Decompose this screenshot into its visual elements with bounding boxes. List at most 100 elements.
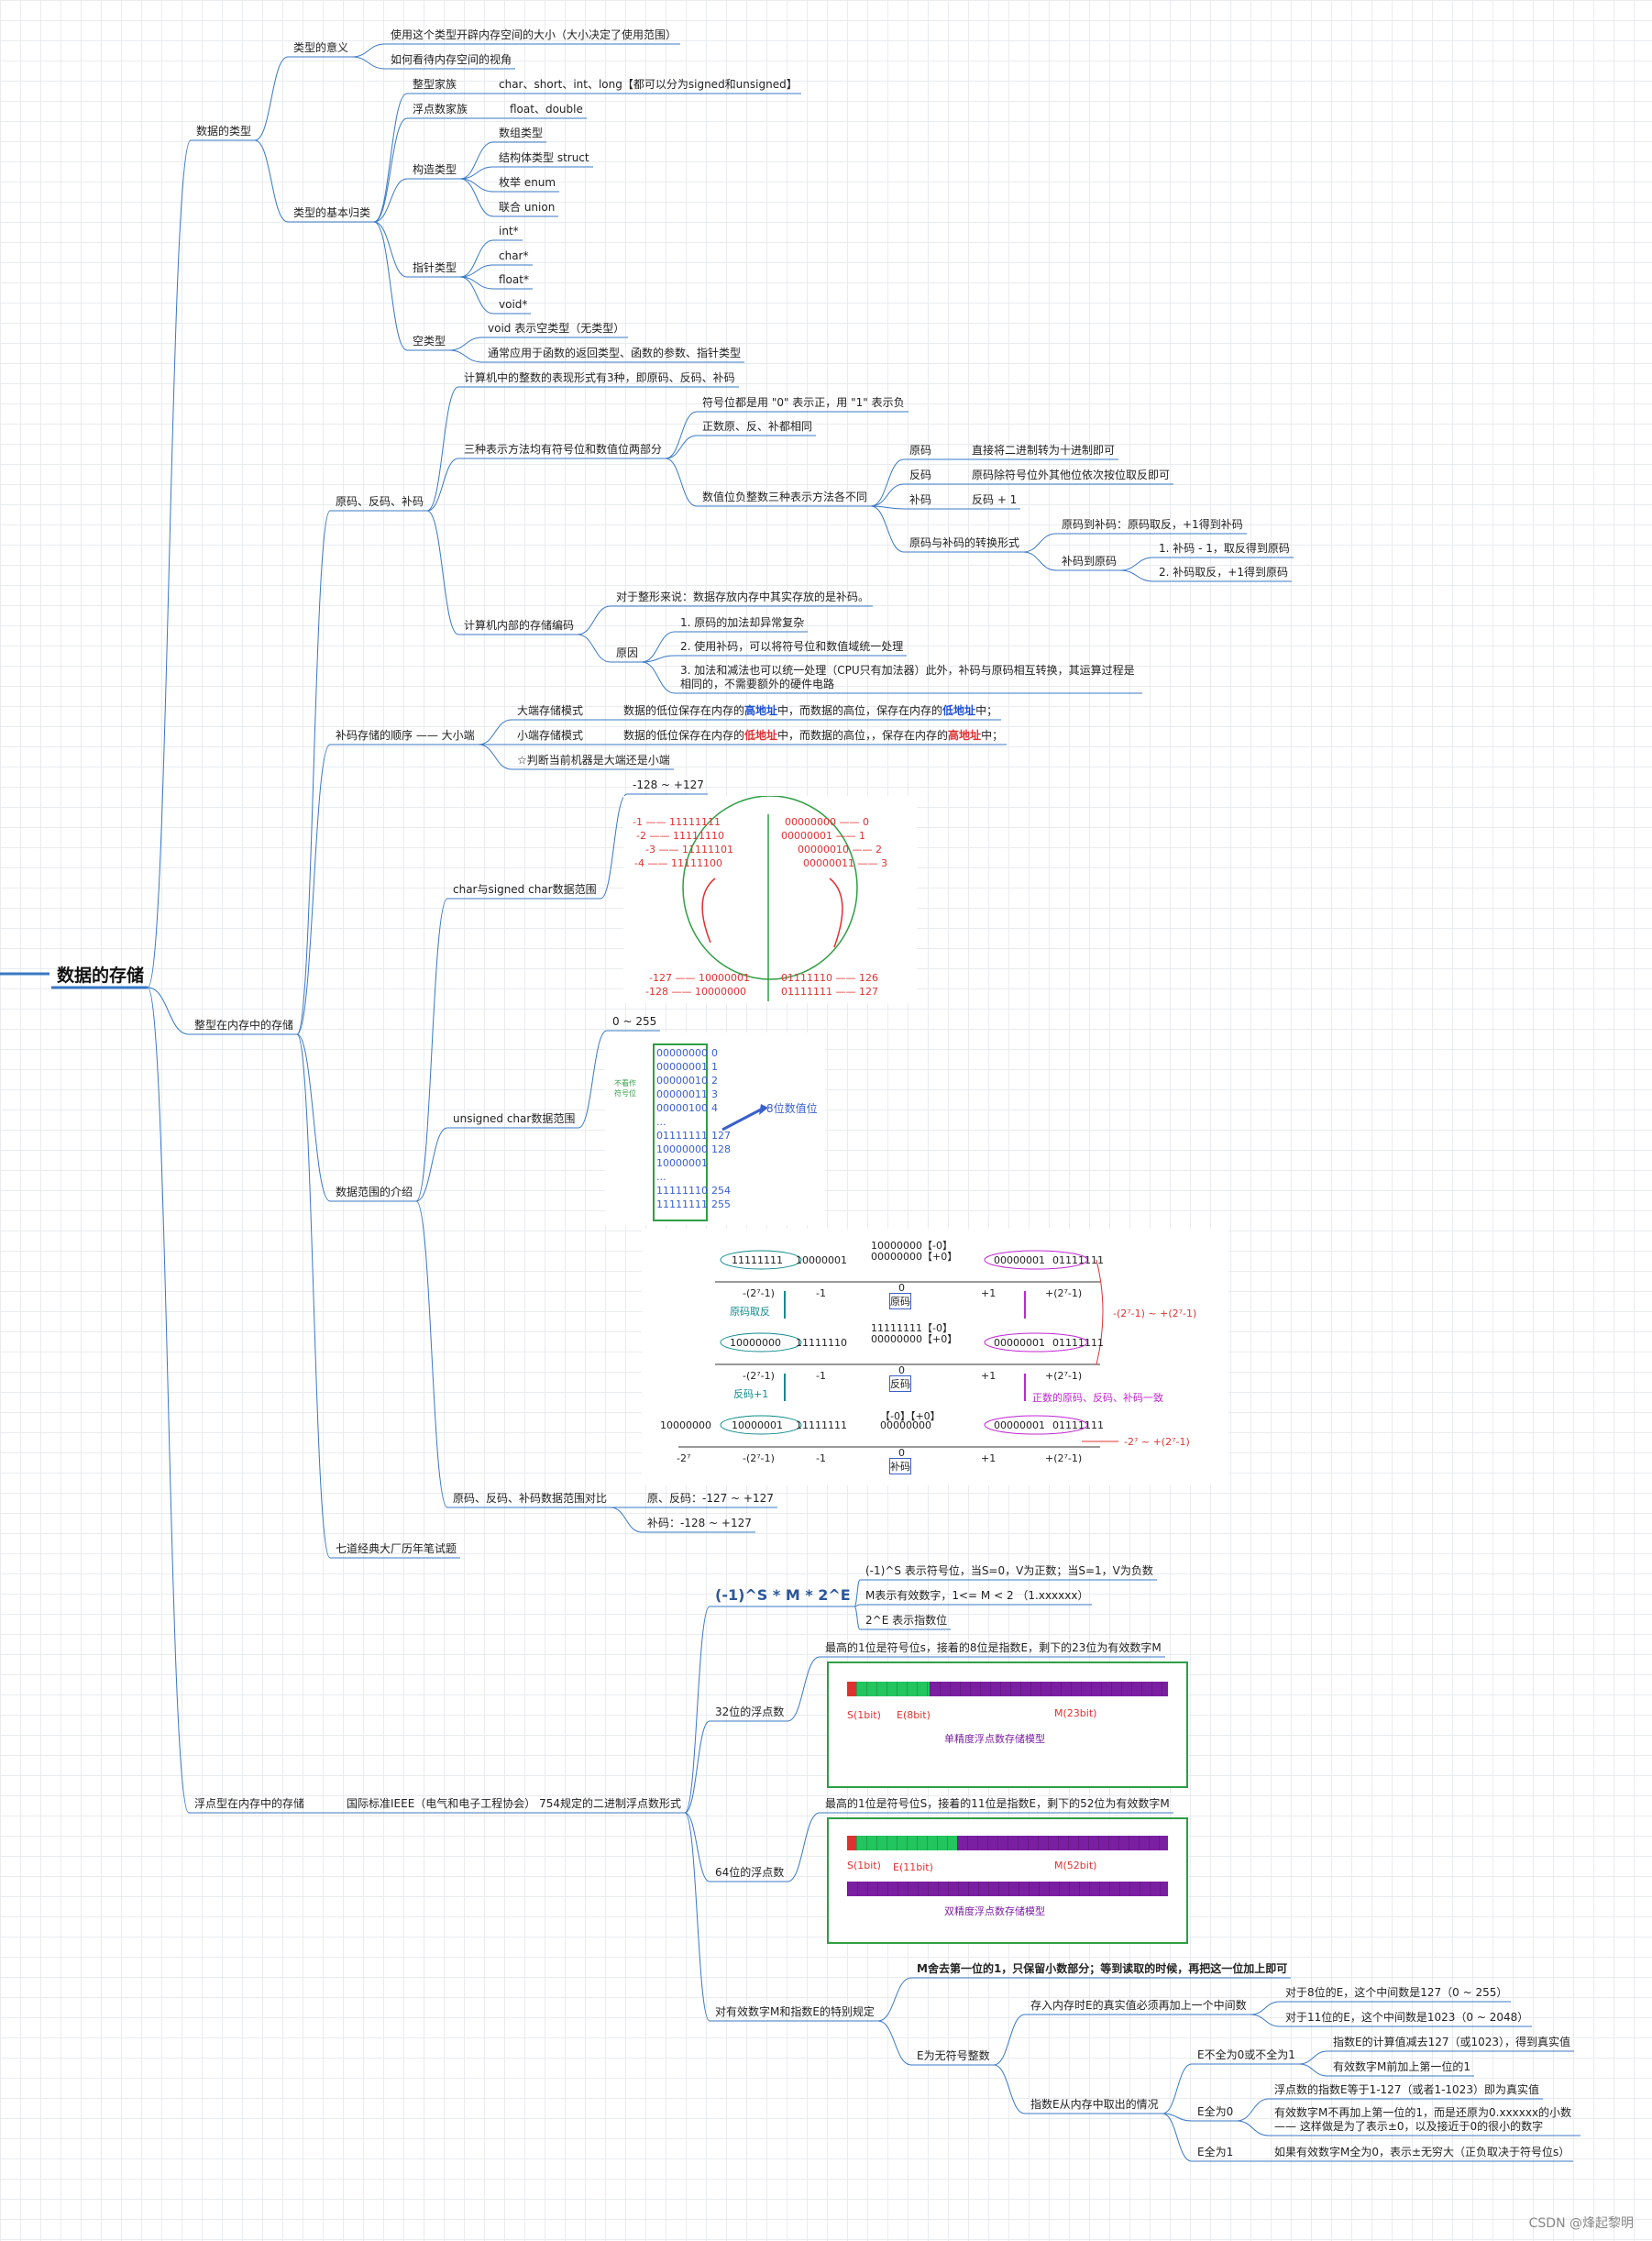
node-construct[interactable]: 构造类型 bbox=[413, 163, 457, 176]
node-types-meaning-1[interactable]: 使用这个类型开辟内存空间的大小（大小决定了使用范围） bbox=[391, 28, 677, 41]
edge-node-codes-2-node-sign-2 bbox=[665, 435, 698, 459]
node-e-case1-a[interactable]: 指数E的计算值减去127（或1023），得到真实值 bbox=[1333, 2036, 1571, 2048]
node-types-basic[interactable]: 类型的基本归类 bbox=[293, 206, 371, 219]
node-buma[interactable]: 补码 bbox=[909, 493, 932, 506]
node-big-endian[interactable]: 大端存储模式 bbox=[517, 704, 584, 717]
node-fanma[interactable]: 反码 bbox=[909, 469, 932, 481]
node-char-range[interactable]: char与signed char数据范围 bbox=[453, 883, 597, 896]
node-uchar-range[interactable]: unsigned char数据范围 bbox=[453, 1112, 576, 1125]
uchar-value-3: 3 bbox=[711, 1088, 718, 1100]
node-pointer-4[interactable]: void* bbox=[499, 298, 528, 311]
node-reason-3[interactable]: 3. 加法和减法也可以统一处理（CPU只有加法器）此外，补码与原码相互转换，其运… bbox=[680, 664, 1135, 690]
node-pointer-2[interactable]: char* bbox=[499, 249, 529, 262]
node-formula-2[interactable]: M表示有效数字，1<= M < 2 （1.xxxxxx） bbox=[865, 1589, 1089, 1602]
node-little-endian[interactable]: 小端存储模式 bbox=[517, 729, 584, 742]
node-interview[interactable]: 七道经典大厂历年笔试题 bbox=[336, 1542, 457, 1555]
node-f64-v[interactable]: 最高的1位是符号位S，接着的11位是指数E，剩下的52位为有效数字M bbox=[825, 1797, 1170, 1810]
node-e-store-1[interactable]: 对于8位的E，这个中间数是127（0 ~ 255） bbox=[1285, 1986, 1508, 1999]
node-sign-3[interactable]: 数值位负整数三种表示方法各不同 bbox=[702, 491, 868, 503]
node-store-1[interactable]: 对于整形来说：数据存放内存中其实存放的是补码。 bbox=[616, 591, 870, 603]
node-range-intro[interactable]: 数据范围的介绍 bbox=[336, 1186, 413, 1198]
node-buma-v[interactable]: 反码 + 1 bbox=[972, 493, 1018, 506]
edge-node-uchar-range-node-uchar-range-v bbox=[578, 1030, 608, 1129]
node-pointer-1[interactable]: int* bbox=[499, 225, 519, 237]
node-endian[interactable]: 补码存储的顺序 —— 大小端 bbox=[336, 729, 475, 742]
node-reason[interactable]: 原因 bbox=[616, 646, 639, 659]
node-float-storage[interactable]: 浮点型在内存中的存储 bbox=[194, 1797, 305, 1810]
node-sign-2[interactable]: 正数原、反、补都相同 bbox=[702, 420, 813, 433]
node-convert[interactable]: 原码与补码的转换形式 bbox=[909, 536, 1020, 549]
nl-row3-right-0: 00000001 bbox=[994, 1419, 1045, 1431]
root-node[interactable]: 数据的存储 bbox=[57, 966, 145, 986]
node-reason-2[interactable]: 2. 使用补码，可以将符号位和数值域统一处理 bbox=[680, 640, 904, 653]
node-little-endian-v[interactable]: 数据的低位保存在内存的低地址中，而数据的高位，，保存在内存的高地址中； bbox=[623, 729, 1004, 742]
node-ieee[interactable]: 国际标准IEEE（电气和电子工程协会） 754规定的二进制浮点数形式 bbox=[347, 1797, 682, 1810]
number-line-svg bbox=[678, 1250, 1118, 1448]
node-e-unsigned[interactable]: E为无符号整数 bbox=[917, 2049, 990, 2062]
node-e-case2[interactable]: E全为0 bbox=[1197, 2105, 1234, 2118]
node-compare-2[interactable]: 补码：-128 ~ +127 bbox=[647, 1517, 752, 1529]
node-reason-1[interactable]: 1. 原码的加法却异常复杂 bbox=[680, 616, 805, 629]
node-e-case3-a[interactable]: 如果有效数字M全为0，表示±无穷大（正负取决于符号位s） bbox=[1274, 2146, 1570, 2158]
node-formula[interactable]: (-1)^S * M * 2^E bbox=[715, 1586, 851, 1604]
node-yuanma-v[interactable]: 直接将二进制转为十进制即可 bbox=[972, 444, 1116, 457]
number-line-comparison: 11111111 10000001 10000000【-0】 00000000【… bbox=[642, 1229, 1228, 1485]
node-e-case1-b[interactable]: 有效数字M前加上第一位的1 bbox=[1333, 2060, 1470, 2073]
float64-model: S(1bit) E(11bit) M(52bit) 双精度浮点数存储模型 bbox=[827, 1817, 1188, 1944]
node-convert-2[interactable]: 补码到原码 bbox=[1062, 555, 1118, 568]
node-pointer-3[interactable]: float* bbox=[499, 273, 529, 286]
node-construct-1[interactable]: 数组类型 bbox=[499, 127, 544, 139]
node-types[interactable]: 数据的类型 bbox=[196, 125, 252, 138]
node-int-family-v[interactable]: char、short、int、long【都可以分为signed和unsigned… bbox=[499, 78, 798, 91]
circle-svg bbox=[682, 795, 858, 1001]
node-e-case2-a[interactable]: 浮点数的指数E等于1-127（或者1-1023）即为真实值 bbox=[1274, 2083, 1539, 2096]
node-void-2[interactable]: 通常应用于函数的返回类型、函数的参数、指针类型 bbox=[488, 347, 742, 359]
circle-right-top-0: 00000000 —— 0 bbox=[785, 816, 869, 828]
node-codes-1[interactable]: 计算机中的整数的表现形式有3种，即原码、反码、补码 bbox=[464, 371, 735, 384]
node-sign-1[interactable]: 符号位都是用 "0" 表示正，用 "1" 表示负 bbox=[702, 396, 905, 409]
node-types-meaning[interactable]: 类型的意义 bbox=[293, 41, 349, 54]
node-construct-4[interactable]: 联合 union bbox=[499, 201, 556, 214]
uchar-column-box bbox=[653, 1043, 708, 1221]
node-f32-v[interactable]: 最高的1位是符号位s，接着的8位是指数E，剩下的23位为有效数字M bbox=[825, 1641, 1162, 1654]
node-float-family[interactable]: 浮点数家族 bbox=[413, 103, 468, 116]
node-void-1[interactable]: void 表示空类型（无类型） bbox=[488, 322, 625, 335]
node-f32[interactable]: 32位的浮点数 bbox=[715, 1706, 785, 1718]
node-e-store-2[interactable]: 对于11位的E，这个中间数是1023（0 ~ 2048） bbox=[1285, 2011, 1529, 2024]
node-compare-1[interactable]: 原、反码：-127 ~ +127 bbox=[647, 1492, 774, 1505]
node-formula-3[interactable]: 2^E 表示指数位 bbox=[865, 1614, 948, 1627]
node-void-type[interactable]: 空类型 bbox=[413, 335, 446, 348]
node-construct-2[interactable]: 结构体类型 struct bbox=[499, 151, 589, 164]
node-construct-3[interactable]: 枚举 enum bbox=[499, 176, 556, 189]
node-m-rule[interactable]: M舍去第一位的1，只保留小数部分；等到读取的时候，再把这一位加上即可 bbox=[917, 1962, 1288, 1975]
node-convert-2a[interactable]: 1. 补码 - 1，取反得到原码 bbox=[1159, 542, 1290, 555]
node-fanma-v[interactable]: 原码除符号位外其他位依次按位取反即可 bbox=[972, 469, 1171, 481]
node-types-meaning-2[interactable]: 如何看待内存空间的视角 bbox=[391, 53, 512, 66]
node-int-family[interactable]: 整型家族 bbox=[413, 78, 457, 91]
node-codes[interactable]: 原码、反码、补码 bbox=[336, 495, 424, 508]
node-convert-2b[interactable]: 2. 补码取反，+1得到原码 bbox=[1159, 566, 1288, 579]
node-judge-endian[interactable]: ☆判断当前机器是大端还是小端 bbox=[517, 754, 670, 767]
node-codes-2[interactable]: 三种表示方法均有符号位和数值位两部分 bbox=[464, 443, 663, 456]
node-codes-3[interactable]: 计算机内部的存储编码 bbox=[464, 619, 575, 632]
node-f64[interactable]: 64位的浮点数 bbox=[715, 1866, 785, 1879]
node-convert-1[interactable]: 原码到补码：原码取反，+1得到补码 bbox=[1062, 518, 1243, 531]
node-char-range-v[interactable]: -128 ~ +127 bbox=[633, 778, 704, 791]
node-float-family-v[interactable]: float、double bbox=[510, 103, 583, 116]
node-e-case1[interactable]: E不全为0或不全为1 bbox=[1197, 2048, 1295, 2061]
node-e-read[interactable]: 指数E从内存中取出的情况 bbox=[1030, 2098, 1159, 2111]
node-special[interactable]: 对有效数字M和指数E的特别规定 bbox=[715, 2005, 875, 2018]
node-yuanma[interactable]: 原码 bbox=[909, 444, 932, 457]
node-formula-1[interactable]: (-1)^S 表示符号位，当S=0，V为正数；当S=1，V为负数 bbox=[865, 1564, 1153, 1577]
node-e-case2-b[interactable]: 有效数字M不再加上第一位的1，而是还原为0.xxxxxx的小数 —— 这样做是为… bbox=[1274, 2106, 1572, 2133]
edge-node-formula-node-formula-3 bbox=[854, 1606, 861, 1630]
node-uchar-range-v[interactable]: 0 ~ 255 bbox=[612, 1015, 657, 1028]
f64-mantissa-bar-2 bbox=[847, 1882, 1168, 1896]
node-e-store[interactable]: 存入内存时E的真实值必须再加上一个中间数 bbox=[1030, 1999, 1247, 2012]
node-big-endian-v[interactable]: 数据的低位保存在内存的高地址中，而数据的高位，保存在内存的低地址中； bbox=[623, 704, 998, 717]
node-compare[interactable]: 原码、反码、补码数据范围对比 bbox=[453, 1492, 608, 1505]
node-int-storage[interactable]: 整型在内存中的存储 bbox=[194, 1019, 294, 1032]
nl-range-a: -(2⁷-1) ~ +(2⁷-1) bbox=[1113, 1308, 1197, 1319]
node-pointer[interactable]: 指针类型 bbox=[413, 261, 457, 274]
node-e-case3[interactable]: E全为1 bbox=[1197, 2146, 1234, 2158]
